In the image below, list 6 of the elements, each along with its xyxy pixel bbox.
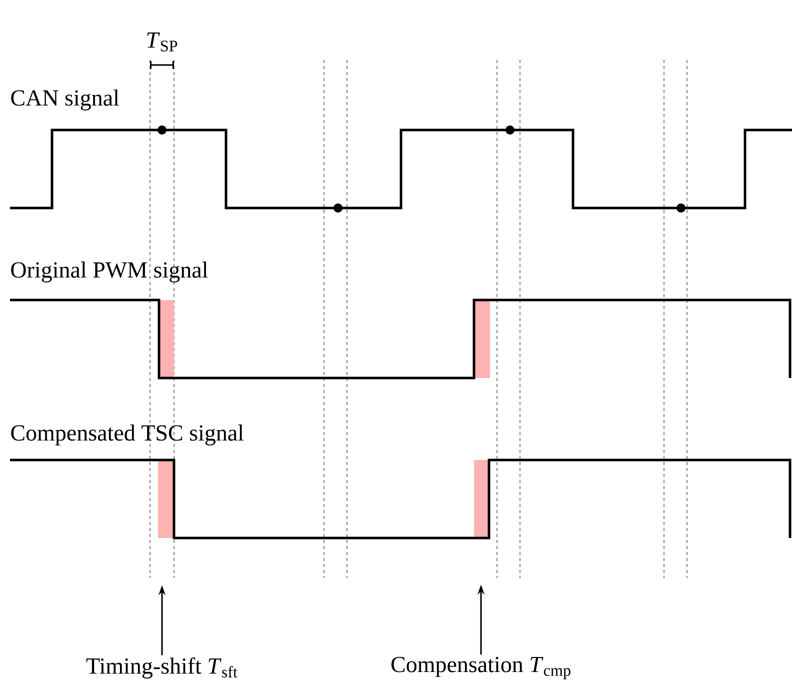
signal-label: CAN signal	[11, 90, 119, 110]
signal-label: Compensated TSC signal	[11, 424, 244, 446]
signal-label: Original PWM signal	[11, 262, 208, 282]
signal-label: T$_{SP}$	[147, 32, 178, 52]
annotation-text: Compensation T$_{cmp}$	[391, 656, 570, 680]
annotation-text: Timing-shift T$_{sft}$	[86, 657, 238, 679]
